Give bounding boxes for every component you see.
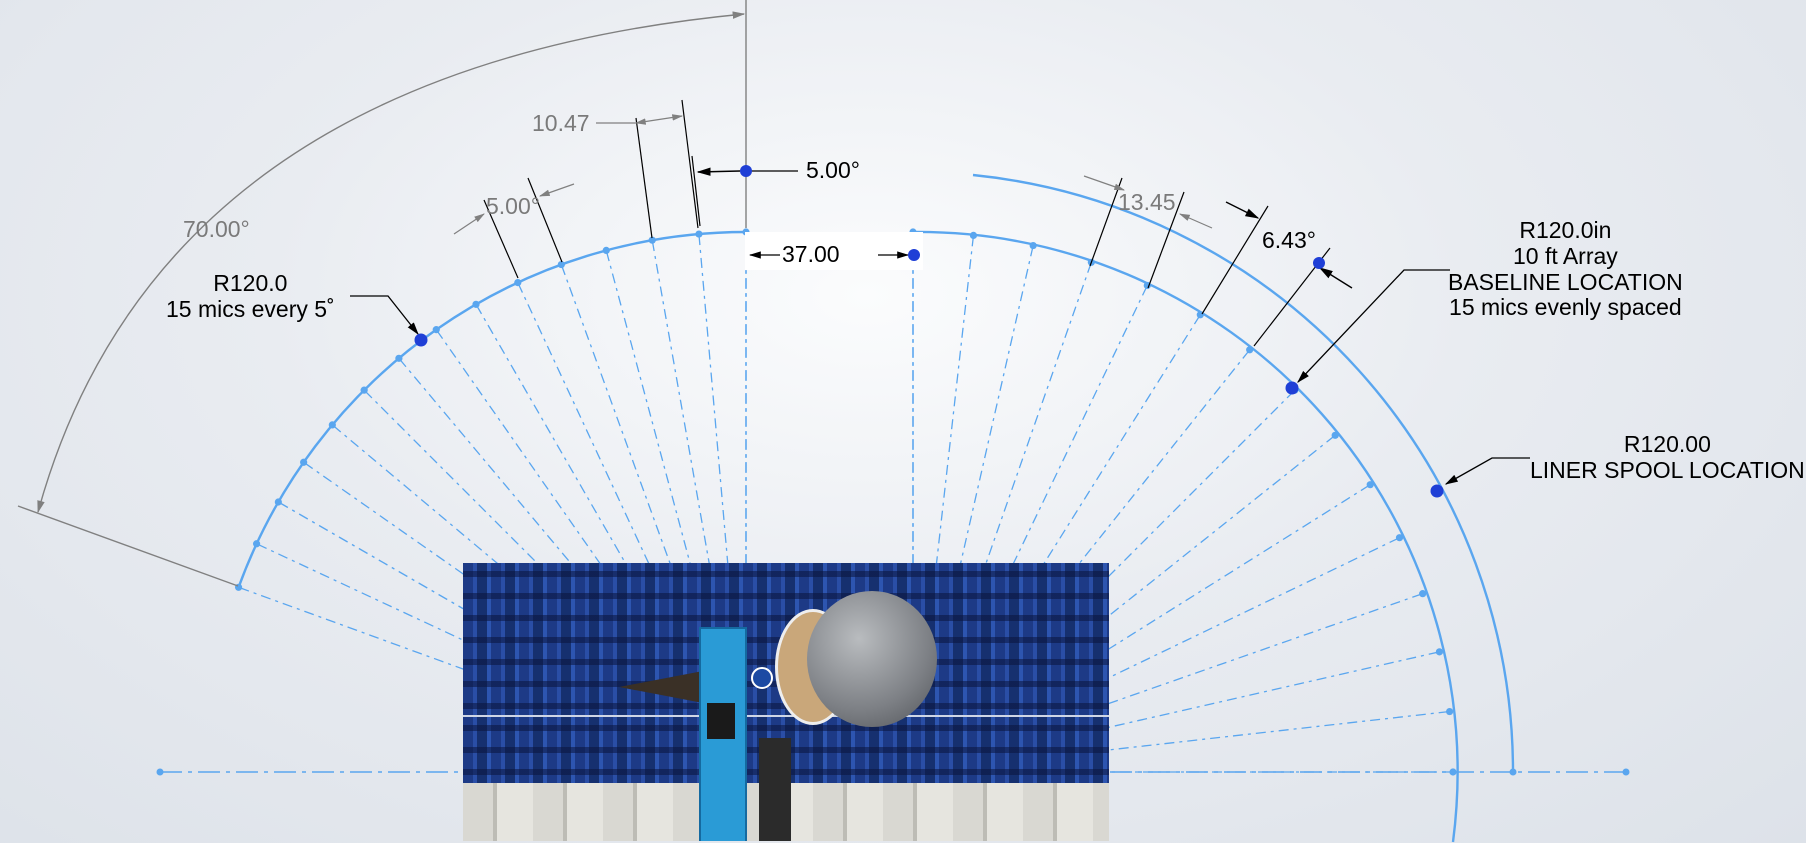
left-array-mic: [274, 498, 282, 506]
baseline-array-mic: [1029, 241, 1037, 250]
liner-spool-arc: [972, 173, 1515, 773]
baseline-array-arc: [912, 230, 1459, 843]
rig-panel: [707, 703, 735, 739]
dim1047-line: [634, 114, 684, 125]
dim643-arrow-a: [1225, 201, 1260, 219]
left-array-mic: [360, 386, 368, 394]
left-array-spacing: 15 mics every 5˚: [166, 295, 335, 322]
liner-spool-end: [1509, 768, 1517, 776]
baseline-array-mic: [1449, 768, 1457, 776]
dim-5-center-label: 5.00°: [806, 157, 860, 183]
left-array-mic: [472, 300, 480, 308]
dim70-arc: [37, 11, 746, 514]
dim1345-line-a: [1083, 175, 1126, 191]
baseline-radius: R120.0in: [1519, 217, 1612, 243]
left-array-mic: [602, 246, 610, 255]
acoustic-curtain: [759, 738, 791, 841]
liner-spool-annotation: R120.00 LINER SPOOL LOCATION: [1530, 431, 1805, 484]
dim-5-left-label: 5.00°: [486, 193, 540, 219]
baseline-array-ray: [912, 434, 1336, 773]
left-array-mic: [300, 458, 308, 466]
baseline-array-ray: [912, 593, 1423, 773]
left-array-ray: [475, 304, 747, 773]
dim5l-ext-b: [527, 177, 563, 263]
left-array-mic: [395, 354, 403, 362]
dim-10-47-label: 10.47: [532, 110, 590, 136]
dim37-box: [745, 232, 923, 270]
baseline-array-ray: [912, 651, 1440, 773]
dim643-ext-a: [1201, 205, 1269, 315]
dim-70-label: 70.00°: [183, 216, 250, 242]
dim643-marker: [1313, 257, 1325, 269]
dim1047-ext-b: [681, 99, 699, 229]
baseline-array-mic: [1446, 707, 1454, 716]
baseline-array-ray: [912, 349, 1251, 773]
baseline-array-ray: [912, 710, 1450, 773]
nozzle-body: [619, 671, 703, 703]
dim-6-43-label: 6.43°: [1262, 227, 1316, 253]
liner-spool-location: LINER SPOOL LOCATION: [1530, 456, 1805, 483]
baseline-array-annotation: R120.0in 10 ft Array BASELINE LOCATION 1…: [1448, 217, 1683, 321]
liner-spool-leader: [1444, 457, 1530, 485]
dim1345-ext-b: [1147, 191, 1185, 289]
left-array-mic: [328, 421, 336, 429]
baseline-array-mic: [1366, 481, 1374, 489]
dim70-ext-slanted: [17, 505, 239, 587]
dim1345-ext-a: [1089, 177, 1123, 267]
dim37-marker: [908, 249, 920, 261]
left-array-leader: [350, 295, 419, 336]
centerline-end-left: [156, 768, 164, 776]
left-array-mic: [252, 540, 261, 548]
dim1047-ext-a: [635, 117, 653, 239]
left-array-mic: [514, 278, 522, 287]
left-array-ray: [435, 329, 747, 773]
dim-37-label: 37.00: [782, 241, 840, 267]
baseline-spacing: 15 mics evenly spaced: [1449, 294, 1682, 321]
inlet-dome: [807, 591, 937, 727]
dim5c-marker: [740, 165, 752, 177]
dim643-arrow-b: [1318, 267, 1353, 289]
agency-logo-icon: [751, 667, 773, 689]
liner-spool-marker: [1430, 484, 1444, 498]
baseline-array-ray: [912, 262, 1092, 773]
centerline-end-right: [1622, 768, 1630, 776]
left-array-radius: R120.0: [213, 270, 288, 296]
left-array-mic: [695, 230, 703, 238]
left-array-annotation: R120.0 15 mics every 5˚: [166, 270, 335, 323]
left-array-mic: [557, 260, 565, 269]
baseline-array-mic: [1395, 534, 1404, 542]
liner-spool-radius: R120.00: [1623, 431, 1711, 457]
dim5l-line-a: [453, 213, 485, 235]
baseline-array-ray: [912, 314, 1201, 773]
baseline-marker: [1285, 381, 1299, 395]
dim5c-arrow: [696, 167, 741, 176]
dim-13-45-label: 13.45: [1118, 189, 1176, 215]
baseline-array-mic: [1419, 590, 1427, 598]
baseline-array-mic: [969, 231, 978, 239]
baseline-array-ray: [912, 537, 1400, 773]
mic-array-wire: [463, 715, 1109, 717]
baseline-array-mic: [1435, 648, 1444, 656]
baseline-array-ray: [912, 285, 1148, 773]
test-chamber-photo: [463, 563, 1109, 841]
baseline-location: BASELINE LOCATION: [1448, 268, 1683, 295]
baseline-array-ray: [912, 484, 1371, 773]
baseline-leader: [1297, 269, 1450, 383]
dim5l-ext-a: [483, 199, 519, 279]
baseline-array-ray: [912, 245, 1034, 773]
left-array-ray: [560, 264, 747, 773]
baseline-array-mic: [1331, 431, 1339, 439]
baseline-size: 10 ft Array: [1512, 242, 1618, 269]
left-array-mic: [432, 326, 440, 334]
baseline-array-ray: [912, 235, 975, 773]
dim5c-ext: [691, 155, 701, 227]
baseline-array-mic-points: [909, 228, 1457, 776]
dim5l-line-b: [538, 183, 575, 197]
baseline-array-mic: [1246, 346, 1254, 354]
dim1345-line-b: [1179, 213, 1213, 229]
left-array-marker: [414, 333, 428, 347]
left-array-ray: [517, 282, 747, 773]
